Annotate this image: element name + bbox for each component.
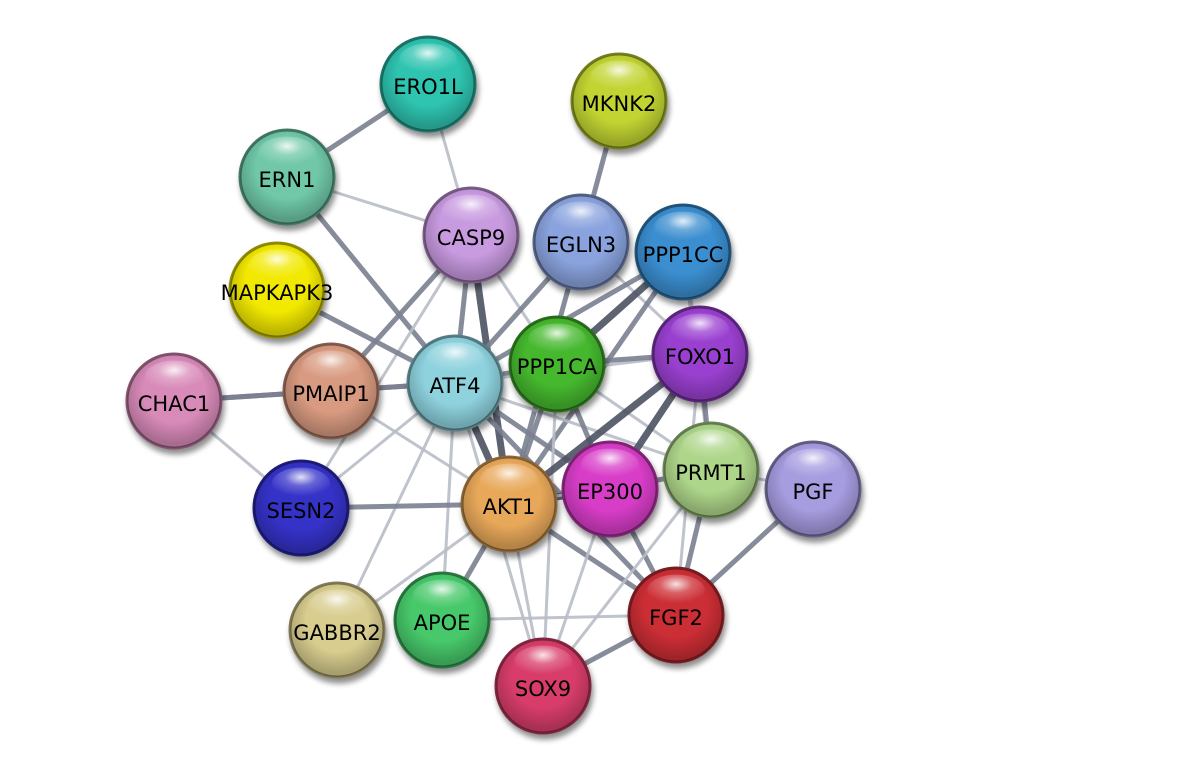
node-label: ATF4 (429, 374, 480, 398)
node-label: SESN2 (267, 499, 336, 523)
node-label: ERN1 (259, 168, 316, 192)
node-label: GABBR2 (293, 621, 380, 645)
node-label: MKNK2 (582, 92, 657, 116)
node-label: SOX9 (515, 677, 571, 701)
node-sesn2[interactable]: SESN2 (252, 459, 350, 557)
node-highlight (670, 313, 730, 346)
node-label: EP300 (577, 480, 643, 504)
node-atf4[interactable]: ATF4 (406, 334, 504, 432)
node-akt1[interactable]: AKT1 (460, 455, 558, 553)
node-ern1[interactable]: ERN1 (238, 128, 336, 226)
node-label: FOXO1 (665, 345, 735, 369)
node-mapkapk3[interactable]: MAPKAPK3 (221, 241, 334, 339)
node-highlight (653, 211, 713, 244)
node-highlight (681, 429, 741, 462)
node-highlight (271, 467, 331, 500)
node-highlight (783, 448, 843, 481)
node-ero1l[interactable]: ERO1L (379, 35, 477, 133)
node-highlight (580, 448, 640, 481)
node-chac1[interactable]: CHAC1 (125, 352, 223, 450)
node-sox9[interactable]: SOX9 (494, 637, 592, 735)
node-highlight (425, 342, 485, 375)
node-highlight (551, 201, 611, 234)
node-gabbr2[interactable]: GABBR2 (288, 581, 386, 679)
node-label: MAPKAPK3 (221, 281, 334, 305)
node-mknk2[interactable]: MKNK2 (570, 52, 668, 150)
node-highlight (307, 589, 367, 622)
node-label: ERO1L (393, 75, 463, 99)
node-ppp1ca[interactable]: PPP1CA (508, 315, 606, 413)
node-highlight (398, 43, 458, 76)
node-label: PGF (792, 480, 833, 504)
node-label: CASP9 (437, 226, 505, 250)
node-pgf[interactable]: PGF (764, 440, 862, 538)
node-highlight (527, 323, 587, 356)
node-label: APOE (414, 611, 471, 635)
node-label: EGLN3 (546, 233, 616, 257)
node-ppp1cc[interactable]: PPP1CC (634, 203, 732, 301)
node-highlight (412, 579, 472, 612)
node-highlight (646, 574, 706, 607)
node-highlight (513, 645, 573, 678)
node-label: PRMT1 (675, 461, 747, 485)
node-ep300[interactable]: EP300 (561, 440, 659, 538)
node-label: PMAIP1 (292, 382, 369, 406)
node-label: PPP1CA (517, 355, 598, 379)
node-highlight (301, 350, 361, 383)
node-highlight (144, 360, 204, 393)
node-pmaip1[interactable]: PMAIP1 (282, 342, 380, 440)
node-label: PPP1CC (643, 243, 724, 267)
node-highlight (257, 136, 317, 169)
node-label: CHAC1 (138, 392, 210, 416)
node-fgf2[interactable]: FGF2 (627, 566, 725, 664)
node-foxo1[interactable]: FOXO1 (651, 305, 749, 403)
node-egln3[interactable]: EGLN3 (532, 193, 630, 291)
node-highlight (247, 249, 307, 282)
node-apoe[interactable]: APOE (393, 571, 491, 669)
node-highlight (589, 60, 649, 93)
node-casp9[interactable]: CASP9 (422, 186, 520, 284)
node-highlight (479, 463, 539, 496)
node-label: FGF2 (649, 606, 703, 630)
edge-casp9-sesn2[interactable] (299, 234, 473, 509)
node-highlight (441, 194, 501, 227)
node-label: AKT1 (483, 495, 536, 519)
node-prmt1[interactable]: PRMT1 (662, 421, 760, 519)
